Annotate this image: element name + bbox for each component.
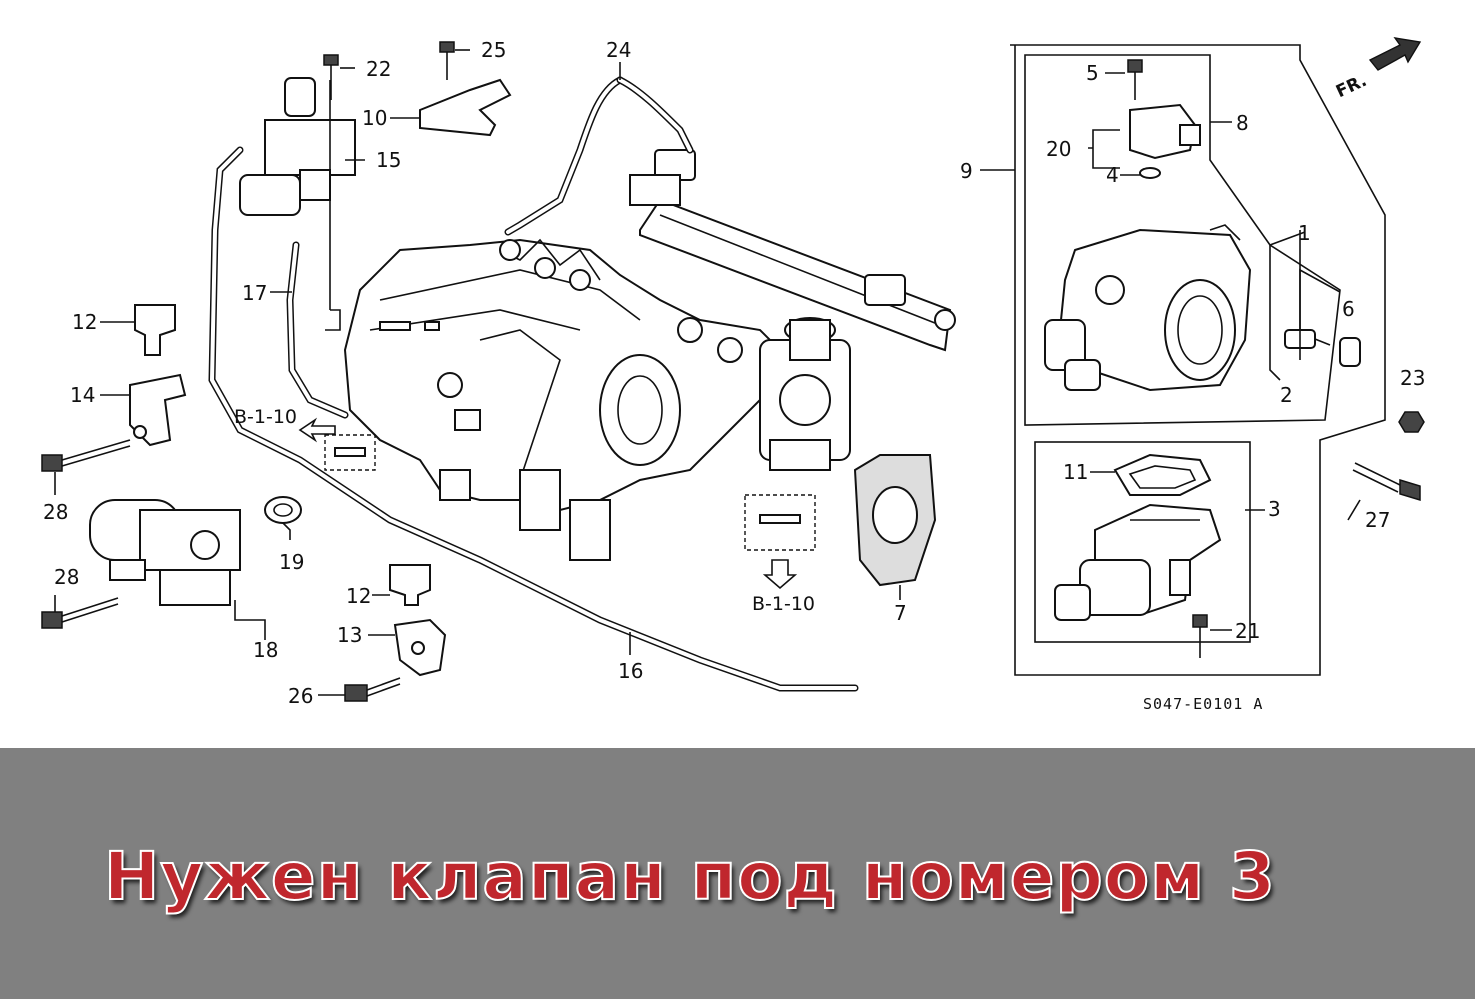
label-14: 14: [70, 383, 95, 407]
label-18: 18: [253, 638, 278, 662]
label-6: 6: [1342, 297, 1355, 321]
ref-label-left: B-1-10: [234, 406, 297, 428]
gasket-11: [1113, 453, 1212, 496]
label-28-upper: 28: [43, 500, 68, 524]
label-27: 27: [1365, 508, 1390, 532]
parts-diagram: 1 2 3 4 5 6 7 8 9 10 11 12 12 13 14 15 1…: [41, 37, 1426, 713]
bolt-22: [323, 54, 339, 100]
clip-12-upper: [134, 304, 176, 356]
ref-box-bottom: [744, 494, 816, 590]
hose-24: [504, 76, 694, 236]
bracket-13: [393, 618, 447, 677]
label-7: 7: [894, 601, 907, 625]
label-20: 20: [1046, 137, 1071, 161]
label-1: 1: [1298, 221, 1311, 245]
label-16: 16: [618, 659, 643, 683]
label-2: 2: [1280, 383, 1293, 407]
hose-16: [208, 146, 859, 692]
label-22: 22: [366, 57, 391, 81]
screw-2: [1284, 230, 1331, 349]
front-label: FR.: [1333, 71, 1370, 102]
label-23: 23: [1400, 366, 1425, 390]
label-8: 8: [1236, 111, 1249, 135]
label-15: 15: [376, 148, 401, 172]
valve-3: [1054, 503, 1222, 621]
label-24: 24: [606, 38, 631, 62]
ref-box-left: [298, 417, 376, 471]
diagram-code: S047-E0101 A: [1143, 695, 1263, 713]
leader-lines: [54, 49, 1361, 696]
label-21: 21: [1235, 619, 1260, 643]
label-9: 9: [960, 159, 973, 183]
label-19: 19: [279, 550, 304, 574]
label-10: 10: [362, 106, 387, 130]
caption-banner: [0, 748, 1475, 999]
bolt-26: [344, 677, 401, 702]
valve-18: [89, 499, 241, 606]
bolt-27: [1352, 462, 1421, 502]
fuel-rail: [629, 149, 956, 352]
bracket-10: [419, 41, 512, 137]
nut-23: [1398, 411, 1425, 433]
intake-manifold: [343, 238, 792, 561]
gasket-7: [853, 454, 937, 587]
label-26: 26: [288, 684, 313, 708]
label-3: 3: [1268, 497, 1281, 521]
callout-labels: 1 2 3 4 5 6 7 8 9 10 11 12 12 13 14 15 1…: [43, 38, 1425, 713]
label-17: 17: [242, 281, 267, 305]
manifold-throttle-body: [759, 317, 851, 471]
clip-12-lower: [389, 564, 431, 606]
hose-17: [286, 241, 349, 419]
label-13: 13: [337, 623, 362, 647]
sensor-6: [1339, 337, 1361, 367]
label-28-lower: 28: [54, 565, 79, 589]
bolt-28-upper: [41, 439, 131, 472]
label-12-lower: 12: [346, 584, 371, 608]
throttle-body-main: [1044, 224, 1252, 392]
sensor-8: [1127, 59, 1201, 179]
gasket-19: [264, 496, 302, 524]
bracket-14: [129, 373, 187, 447]
label-25: 25: [481, 38, 506, 62]
label-4: 4: [1106, 163, 1119, 187]
caption-text: Нужен клапан под номером 3: [103, 837, 1276, 916]
label-12-upper: 12: [72, 310, 97, 334]
label-11: 11: [1063, 460, 1088, 484]
ref-label-bottom: B-1-10: [752, 593, 815, 615]
front-arrow-icon: [1368, 37, 1422, 71]
screw-21: [1192, 614, 1208, 658]
throttle-assembly-frame: [1010, 44, 1386, 676]
label-5: 5: [1086, 61, 1099, 85]
solenoid-15: [239, 77, 356, 331]
bolt-28-lower: [41, 597, 119, 629]
